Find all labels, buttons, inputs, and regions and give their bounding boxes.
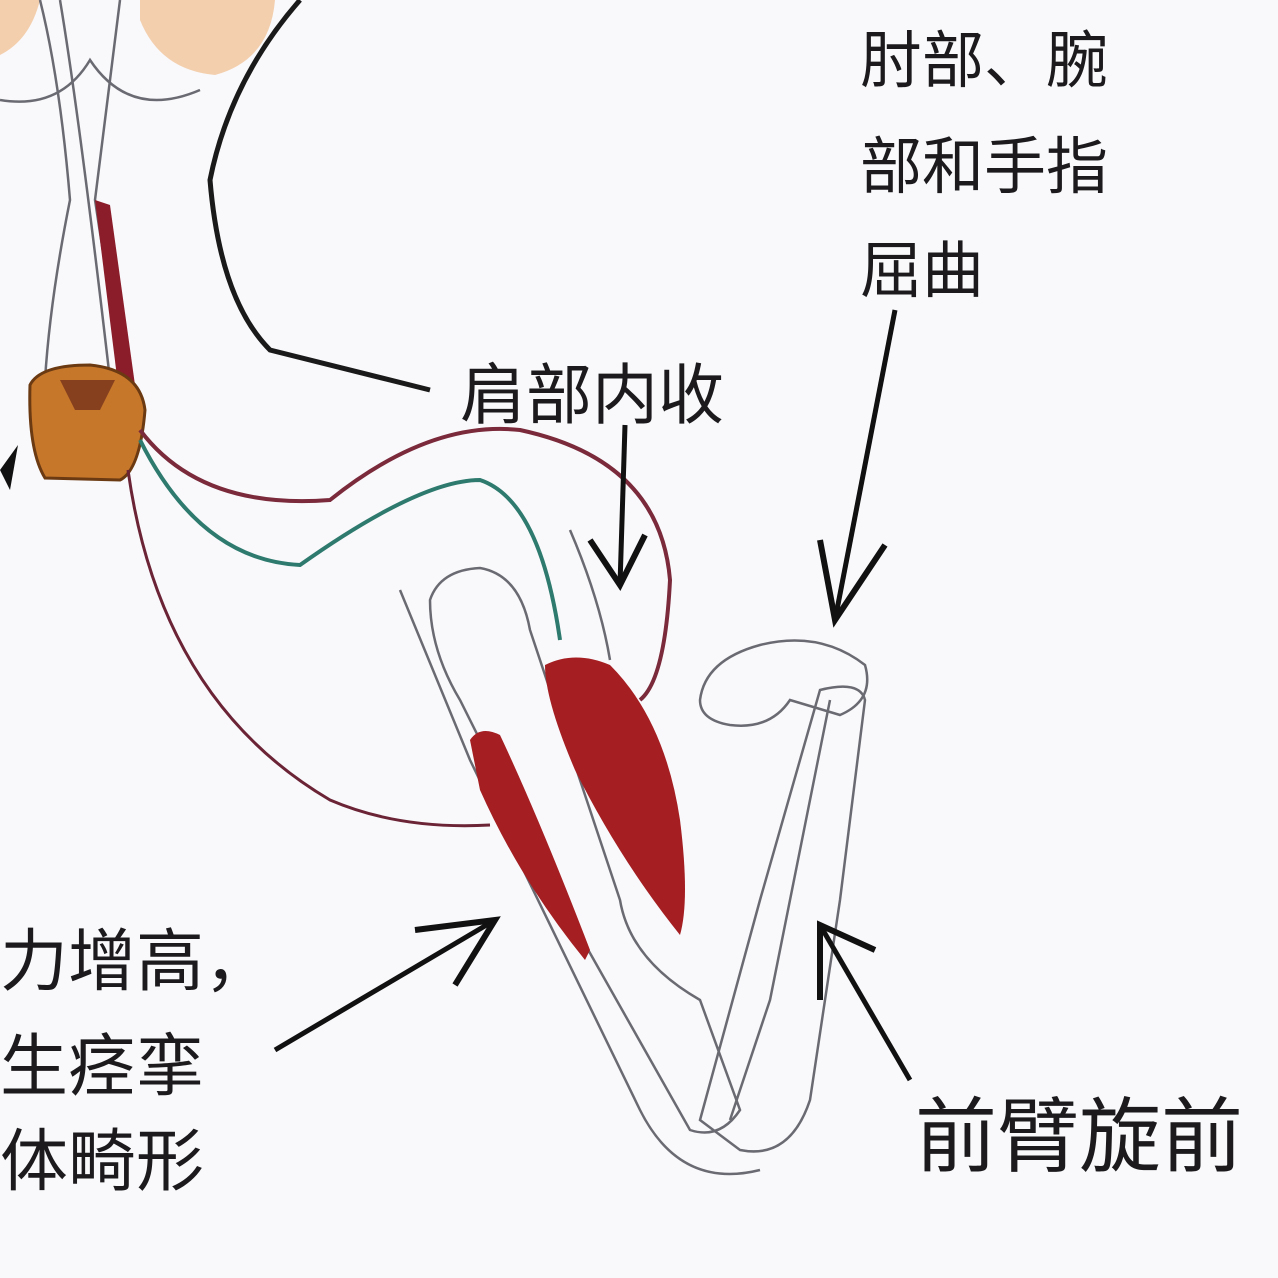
arrow-forearm-pronation	[817, 923, 913, 1082]
hand	[698, 639, 869, 727]
outline-neck-shoulder	[207, 0, 431, 393]
label-flexion-line3: 屈曲	[860, 234, 984, 307]
arrowhead-elbow	[817, 539, 888, 628]
arrow-left-edge	[0, 445, 18, 490]
nerve-red	[138, 426, 673, 702]
forearm-bones	[698, 685, 867, 1153]
brain-shape-right	[140, 0, 275, 75]
arm-outline	[398, 589, 761, 1176]
radius	[728, 699, 832, 1121]
spinal-cord-segment	[28, 363, 147, 482]
brain-shape	[0, 0, 40, 55]
triceps-muscle	[470, 731, 590, 960]
arrowhead-pronation	[817, 920, 877, 1000]
arm-outline-inner	[568, 529, 612, 661]
arrowhead-shoulder	[587, 533, 648, 591]
label-flexion-line2: 部和手指	[860, 130, 1108, 203]
label-left-line2: 生痉挛	[0, 1028, 204, 1107]
label-left-line3: 体畸形	[0, 1123, 204, 1202]
humerus	[428, 566, 742, 1134]
corticospinal-tract-red	[95, 200, 135, 385]
arrow-muscle-tone	[273, 917, 497, 1053]
biceps-muscle	[545, 657, 685, 935]
arrowhead-tone	[414, 916, 501, 987]
label-left-line1: 力增高，	[0, 923, 272, 1002]
label-forearm-pronation: 前臂旋前	[915, 1090, 1243, 1185]
label-flexion-line1: 肘部、腕	[860, 24, 1108, 97]
nerve-loop	[126, 469, 491, 828]
nerve-teal	[138, 439, 562, 641]
arrow-shoulder-adduction	[615, 424, 628, 587]
label-shoulder-adduction: 肩部内收	[460, 357, 724, 434]
arrow-elbow-flexion	[832, 309, 898, 621]
descending-tracts	[0, 0, 201, 381]
